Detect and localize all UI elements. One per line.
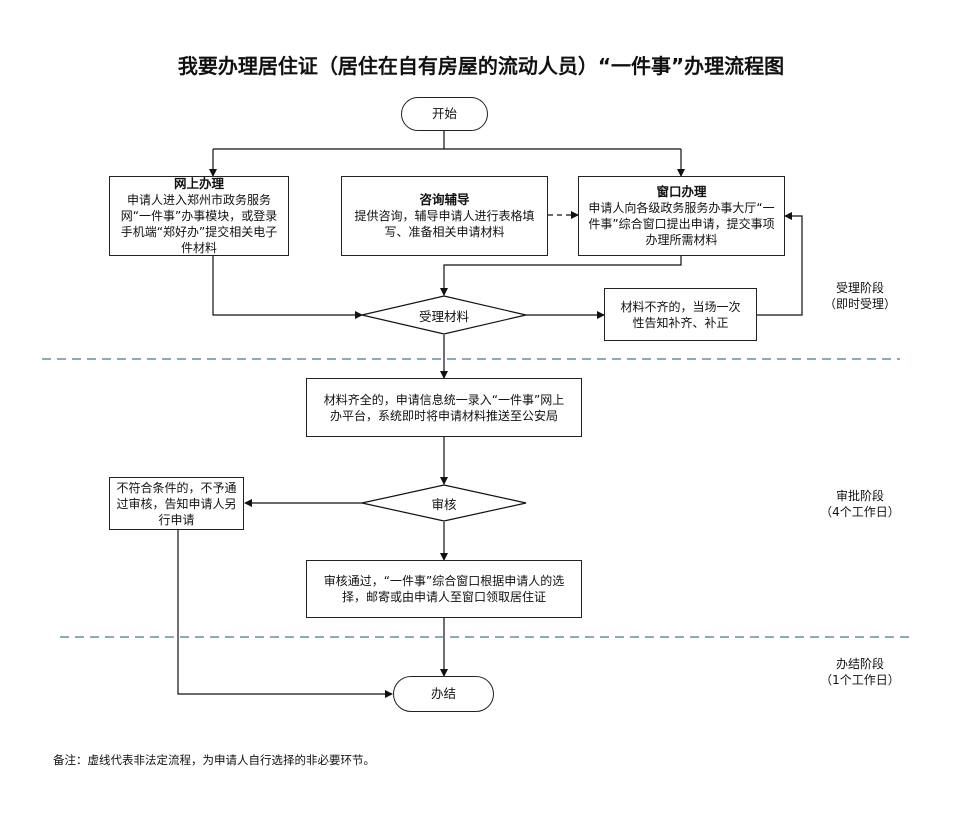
- consult-body: 提供咨询，辅导申请人进行表格填写、准备相关申请材料: [354, 209, 535, 239]
- stage-review-name: 审批阶段: [835, 489, 884, 503]
- incomplete-text: 材料不齐的，当场一次性告知补齐、补正: [620, 299, 741, 330]
- online-heading: 网上办理: [173, 176, 224, 191]
- accept-diamond: [361, 295, 527, 335]
- footnote: 备注：虚线代表非法定流程，为申请人自行选择的非必要环节。: [53, 753, 375, 767]
- edge-start-split: [213, 131, 681, 150]
- rejected-text: 不符合条件的，不予通过审核，告知申请人另行申请: [116, 480, 237, 527]
- incomplete-node: 材料不齐的，当场一次性告知补齐、补正: [604, 288, 757, 341]
- review-decision-label: 审核: [431, 497, 457, 512]
- stage-accept-detail: （即时受理）: [823, 297, 896, 311]
- stage-accept: 受理阶段 （即时受理）: [810, 280, 910, 312]
- consult-heading: 咨询辅导: [419, 192, 470, 207]
- end-node: 办结: [393, 676, 494, 712]
- end-label: 办结: [430, 686, 456, 701]
- rejected-node: 不符合条件的，不予通过审核，告知申请人另行申请: [109, 477, 244, 530]
- start-node: 开始: [401, 97, 488, 131]
- consult-node: 咨询辅导 提供咨询，辅导申请人进行表格填写、准备相关申请材料: [341, 176, 548, 256]
- approved-text: 审核通过，“一件事”综合窗口根据申请人的选择，邮寄或由申请人至窗口领取居住证: [323, 574, 565, 604]
- start-label: 开始: [431, 106, 457, 121]
- edge-window-accept: [440, 256, 682, 296]
- approved-node: 审核通过，“一件事”综合窗口根据申请人的选择，邮寄或由申请人至窗口领取居住证: [306, 560, 582, 618]
- stage-finish: 办结阶段 （1个工作日）: [810, 656, 910, 688]
- stage-finish-name: 办结阶段: [835, 657, 884, 671]
- review-diamond: [361, 484, 527, 522]
- page-title: 我要办理居住证（居住在自有房屋的流动人员）“一件事”办理流程图: [177, 54, 785, 78]
- window-heading: 窗口办理: [656, 184, 707, 199]
- window-body: 申请人向各级政务服务办事大厅“一件事”综合窗口提出申请，提交事项办理所需材料: [588, 201, 775, 247]
- complete-node: 材料齐全的，申请信息统一录入“一件事”网上办平台，系统即时将申请材料推送至公安局: [306, 378, 582, 437]
- complete-text: 材料齐全的，申请信息统一录入“一件事”网上办平台，系统即时将申请材料推送至公安局: [323, 392, 565, 423]
- stage-review-detail: （4个工作日）: [820, 505, 900, 519]
- stage-review: 审批阶段 （4个工作日）: [810, 488, 910, 520]
- stage-accept-name: 受理阶段: [835, 281, 884, 295]
- window-node: 窗口办理 申请人向各级政务服务办事大厅“一件事”综合窗口提出申请，提交事项办理所…: [578, 176, 785, 256]
- accept-decision-label: 受理材料: [418, 309, 469, 324]
- stage-finish-detail: （1个工作日）: [820, 673, 900, 687]
- online-body: 申请人进入郑州市政务服务网“一件事”办事模块，或登录手机端“郑好办”提交相关电子…: [120, 193, 278, 255]
- edge-rejected-end: [177, 530, 393, 698]
- online-node: 网上办理 申请人进入郑州市政务服务网“一件事”办事模块，或登录手机端“郑好办”提…: [109, 176, 289, 256]
- edge-online-accept: [212, 256, 363, 319]
- edge-incomplete-window: [757, 212, 803, 316]
